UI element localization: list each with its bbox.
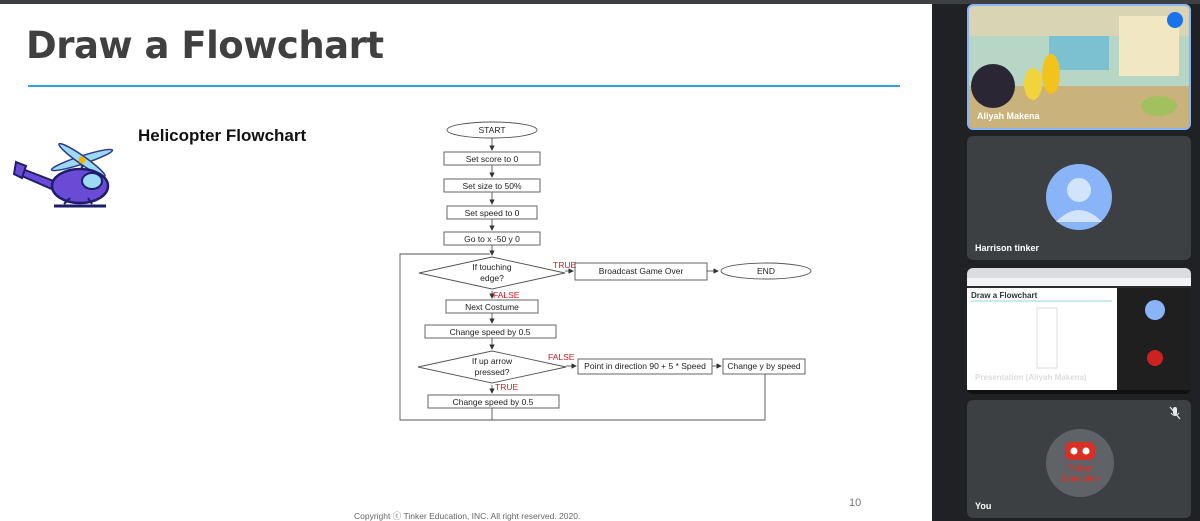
helicopter-icon (12, 142, 114, 208)
svg-text:FALSE: FALSE (548, 352, 575, 362)
flow-change-y (722, 358, 806, 375)
mic-off-icon (1169, 406, 1181, 420)
svg-text:Go to x -50 y 0: Go to x -50 y 0 (464, 234, 520, 244)
flow-goto (443, 231, 541, 246)
avatar-icon (1046, 164, 1112, 230)
svg-text:Change speed by 0.5: Change speed by 0.5 (453, 397, 534, 407)
presentation-slide: Draw a Flowchart Helicopter Flowchart (0, 4, 932, 521)
svg-text:Set size to 50%: Set size to 50% (462, 181, 522, 191)
title-divider (28, 85, 900, 87)
svg-text:TRUE: TRUE (553, 260, 576, 270)
svg-text:Point in direction 90 + 5 * Sp: Point in direction 90 + 5 * Speed (584, 361, 706, 371)
svg-text:If up arrow: If up arrow (472, 356, 513, 366)
page-number: 10 (849, 497, 862, 509)
speaking-indicator-icon (1167, 12, 1183, 28)
flow-set-score (443, 151, 541, 166)
flow-end (720, 262, 812, 280)
flow-if-up-arrow (417, 350, 567, 384)
participant-name: Presentation (Aliyah Makena) (975, 373, 1087, 382)
flow-point-direction (577, 358, 713, 375)
flow-next-costume (445, 299, 539, 314)
slide-title: Draw a Flowchart (26, 24, 384, 67)
participant-tile-aliyah[interactable]: Aliyah Makena (967, 4, 1191, 130)
svg-text:Set score to 0: Set score to 0 (466, 154, 519, 164)
svg-text:pressed?: pressed? (475, 367, 510, 377)
svg-text:Change speed by 0.5: Change speed by 0.5 (450, 327, 531, 337)
svg-text:TRUE: TRUE (495, 382, 518, 392)
svg-text:Tinker: Tinker (1067, 463, 1094, 473)
participant-tile-presentation[interactable]: Draw a Flowchart Presentation (Aliyah Ma… (967, 268, 1191, 394)
flow-set-size (443, 178, 541, 193)
svg-text:Education: Education (1061, 474, 1100, 483)
copyright-text: Copyright ⓒ Tinker Education, INC. All r… (354, 511, 581, 521)
svg-text:START: START (478, 125, 505, 135)
svg-text:Broadcast Game Over: Broadcast Game Over (599, 266, 684, 276)
flow-start (446, 121, 538, 139)
svg-text:FALSE: FALSE (493, 290, 520, 300)
participant-name: You (975, 501, 992, 511)
flow-broadcast (574, 262, 708, 281)
presentation-thumbnail: Draw a Flowchart (967, 268, 1191, 394)
svg-text:END: END (757, 266, 775, 276)
participant-tile-you[interactable]: Tinker Education You (967, 400, 1191, 518)
tinker-logo-icon: Tinker Education (1046, 429, 1114, 497)
svg-text:edge?: edge? (480, 273, 504, 283)
top-bar (0, 0, 1200, 4)
slide-subtitle: Helicopter Flowchart (138, 126, 307, 145)
svg-text:Draw a Flowchart: Draw a Flowchart (971, 291, 1038, 300)
svg-text:Change y by speed: Change y by speed (727, 361, 801, 371)
flow-change-speed-2 (427, 394, 560, 409)
svg-text:Set speed to 0: Set speed to 0 (465, 208, 520, 218)
flow-if-touching (418, 256, 566, 290)
participant-tile-harrison[interactable]: Harrison tinker (967, 136, 1191, 260)
svg-text:If touching: If touching (472, 262, 511, 272)
participant-video (969, 6, 1189, 128)
flow-change-speed-1 (424, 324, 557, 339)
flowchart: START Set score to 0 Set size to 50% Set… (399, 121, 812, 421)
flow-set-speed (446, 205, 538, 220)
svg-text:Next Costume: Next Costume (465, 302, 519, 312)
participant-name: Aliyah Makena (977, 111, 1040, 121)
participant-name: Harrison tinker (975, 243, 1040, 253)
